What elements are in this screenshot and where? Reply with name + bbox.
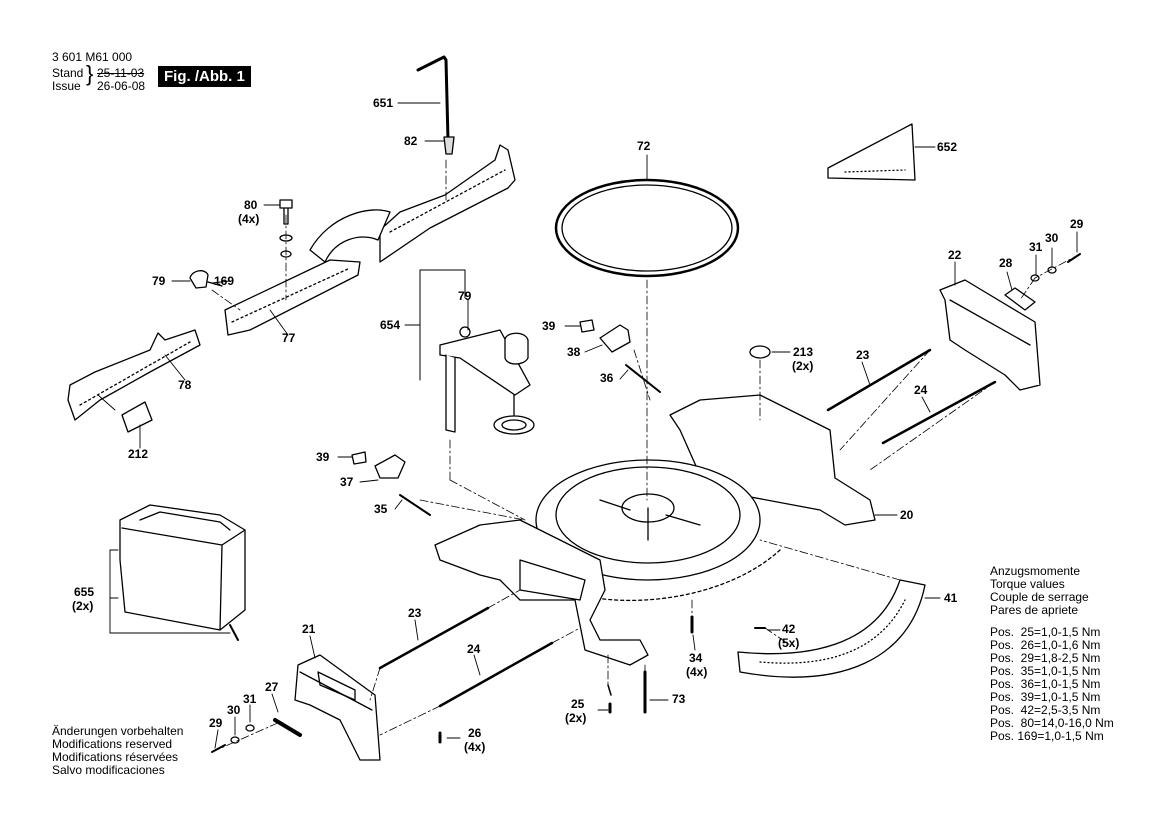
torque-row: Pos. 42=2,5-3,5 Nm — [990, 703, 1101, 717]
part-label-73: 73 — [672, 692, 686, 706]
part-label-652: 652 — [937, 140, 958, 154]
part-label-213-qty: (2x) — [792, 359, 814, 373]
torque-row: Pos. 169=1,0-1,5 Nm — [990, 729, 1104, 743]
torque-row: Pos. 29=1,8-2,5 Nm — [990, 651, 1101, 665]
part-label-34-qty: (4x) — [686, 665, 708, 679]
plate-part — [121, 401, 153, 433]
clamp-part — [439, 326, 535, 435]
torque-row: Pos. 25=1,0-1,5 Nm — [990, 625, 1101, 639]
left-bracket-part — [294, 654, 381, 761]
part-label-27: 27 — [265, 680, 279, 694]
part-label-21: 21 — [302, 622, 316, 636]
torque-title-en: Torque values — [990, 577, 1065, 591]
part-label-23: 23 — [856, 348, 870, 362]
notice-line-es: Salvo modificaciones — [52, 763, 165, 777]
part-label-212: 212 — [128, 447, 149, 461]
part-number: 3 601 M61 000 — [52, 50, 133, 64]
part-label-82: 82 — [404, 134, 418, 148]
part-label-36: 36 — [600, 371, 614, 385]
part-label-80: 80 — [244, 198, 258, 212]
part-label-42: 42 — [782, 622, 796, 636]
part-label-24: 24 — [914, 383, 928, 397]
right-bracket-part — [939, 279, 1041, 391]
part-label-25-qty: (2x) — [565, 711, 587, 725]
part-label-79-clamp: 79 — [458, 289, 472, 303]
part-label-34: 34 — [689, 651, 703, 665]
part-label-655-qty: (2x) — [72, 599, 94, 613]
part-label-79: 79 — [152, 274, 166, 288]
set-square-part — [827, 123, 916, 181]
part-label-24-left: 24 — [467, 642, 481, 656]
part-label-39-left: 39 — [316, 450, 330, 464]
part-label-29: 29 — [1070, 217, 1084, 231]
torque-row: Pos. 26=1,0-1,6 Nm — [990, 638, 1101, 652]
part-label-38: 38 — [567, 345, 581, 359]
part-label-77: 77 — [282, 331, 296, 345]
part-label-37: 37 — [340, 475, 354, 489]
part-label-654: 654 — [380, 318, 401, 332]
figure-label: Fig. /Abb. 1 — [158, 66, 251, 87]
part-label-41: 41 — [944, 591, 958, 605]
torque-title-fr: Couple de serrage — [990, 590, 1089, 604]
torque-row: Pos. 35=1,0-1,5 Nm — [990, 664, 1101, 678]
turntable-base-part — [434, 394, 876, 666]
new-date: 26-06-08 — [97, 79, 146, 93]
part-label-31: 31 — [1029, 240, 1043, 254]
part-label-28: 28 — [999, 256, 1013, 270]
knob-part — [189, 270, 223, 289]
part-label-20: 20 — [900, 508, 914, 522]
part-label-31-left: 31 — [243, 692, 257, 706]
part-label-39: 39 — [542, 319, 556, 333]
part-label-23-left: 23 — [408, 606, 422, 620]
torque-row: Pos. 80=14,0-16,0 Nm — [990, 716, 1114, 730]
screw-part — [443, 136, 455, 155]
notice-line-fr: Modifications réservées — [52, 750, 179, 764]
torque-title-de: Anzugsmomente — [990, 564, 1081, 578]
part-label-30: 30 — [1045, 231, 1059, 245]
aux-fence-part — [67, 329, 201, 421]
part-label-22: 22 — [948, 248, 962, 262]
part-label-26: 26 — [468, 726, 482, 740]
brace-glyph: } — [86, 61, 94, 86]
part-label-78: 78 — [178, 378, 192, 392]
part-label-80-qty: (4x) — [238, 212, 260, 226]
torque-row: Pos. 39=1,0-1,5 Nm — [990, 690, 1101, 704]
part-label-26-qty: (4x) — [464, 740, 486, 754]
part-label-213: 213 — [793, 345, 814, 359]
battery-box-part — [119, 504, 246, 631]
mitre-scale-part — [737, 579, 926, 678]
part-label-169: 169 — [214, 274, 235, 288]
issue-label: Issue — [52, 79, 81, 93]
stand-label: Stand — [52, 66, 84, 80]
part-label-72: 72 — [637, 139, 651, 153]
old-date: 25-11-03 — [97, 66, 145, 80]
part-label-35: 35 — [374, 502, 388, 516]
notice-line-en: Modifications reserved — [52, 737, 173, 751]
part-label-30-left: 30 — [227, 703, 241, 717]
belt-ring-part — [554, 178, 740, 278]
part-label-655: 655 — [74, 585, 95, 599]
part-label-651: 651 — [373, 96, 394, 110]
part-label-42-qty: (5x) — [778, 636, 800, 650]
part-label-29-left: 29 — [209, 716, 223, 730]
torque-title-es: Pares de apriete — [990, 603, 1079, 617]
torque-row: Pos. 36=1,0-1,5 Nm — [990, 677, 1101, 691]
hex-key-part — [416, 55, 450, 142]
lock-lever-part — [579, 319, 661, 393]
part-label-25: 25 — [571, 697, 585, 711]
fence-part — [224, 144, 516, 336]
notice-line-de: Änderungen vorbehalten — [52, 724, 184, 738]
